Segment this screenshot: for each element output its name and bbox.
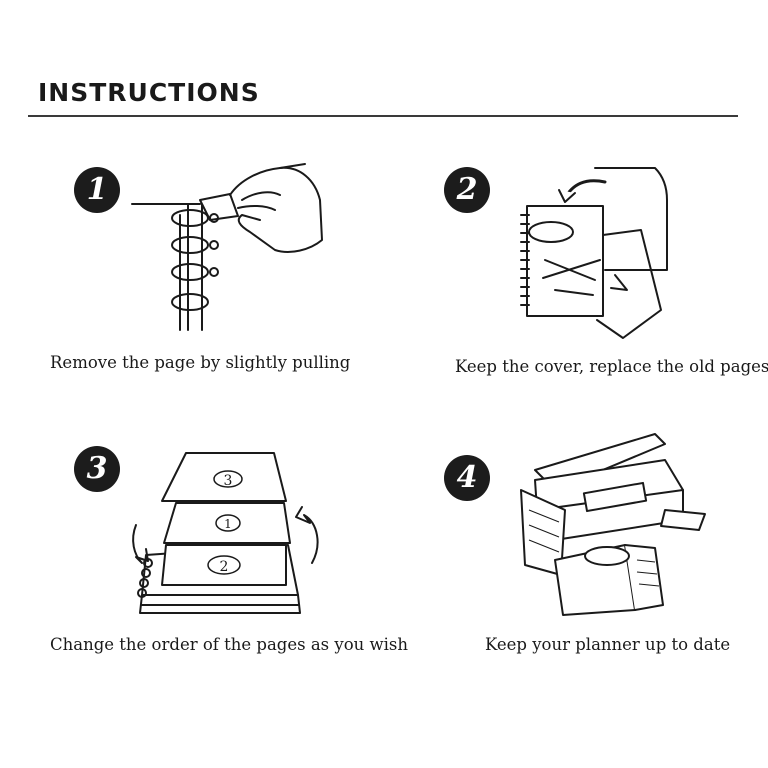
step-4-badge: 4 (444, 455, 490, 501)
step-1-badge: 1 (74, 167, 120, 213)
page-number-3: 3 (224, 473, 233, 489)
step-3-badge: 3 (74, 446, 120, 492)
printer-planner-icon (520, 433, 706, 616)
step-3-caption: Change the order of the pages as you wis… (50, 635, 408, 654)
page-number-1: 1 (224, 517, 232, 531)
step-4-caption: Keep your planner up to date (485, 635, 731, 654)
step-1-caption: Remove the page by slightly pulling (50, 353, 351, 372)
reorder-pages-icon: 3 1 2 (132, 452, 319, 614)
planner-replace-pages-icon (520, 167, 668, 339)
title-divider (28, 115, 738, 117)
page-title: INSTRUCTIONS (38, 78, 260, 107)
step-2-caption: Keep the cover, replace the old pages (455, 357, 768, 376)
step-2-badge: 2 (444, 167, 490, 213)
binder-ring-hand-icon (131, 163, 323, 331)
page-number-2: 2 (220, 559, 229, 575)
